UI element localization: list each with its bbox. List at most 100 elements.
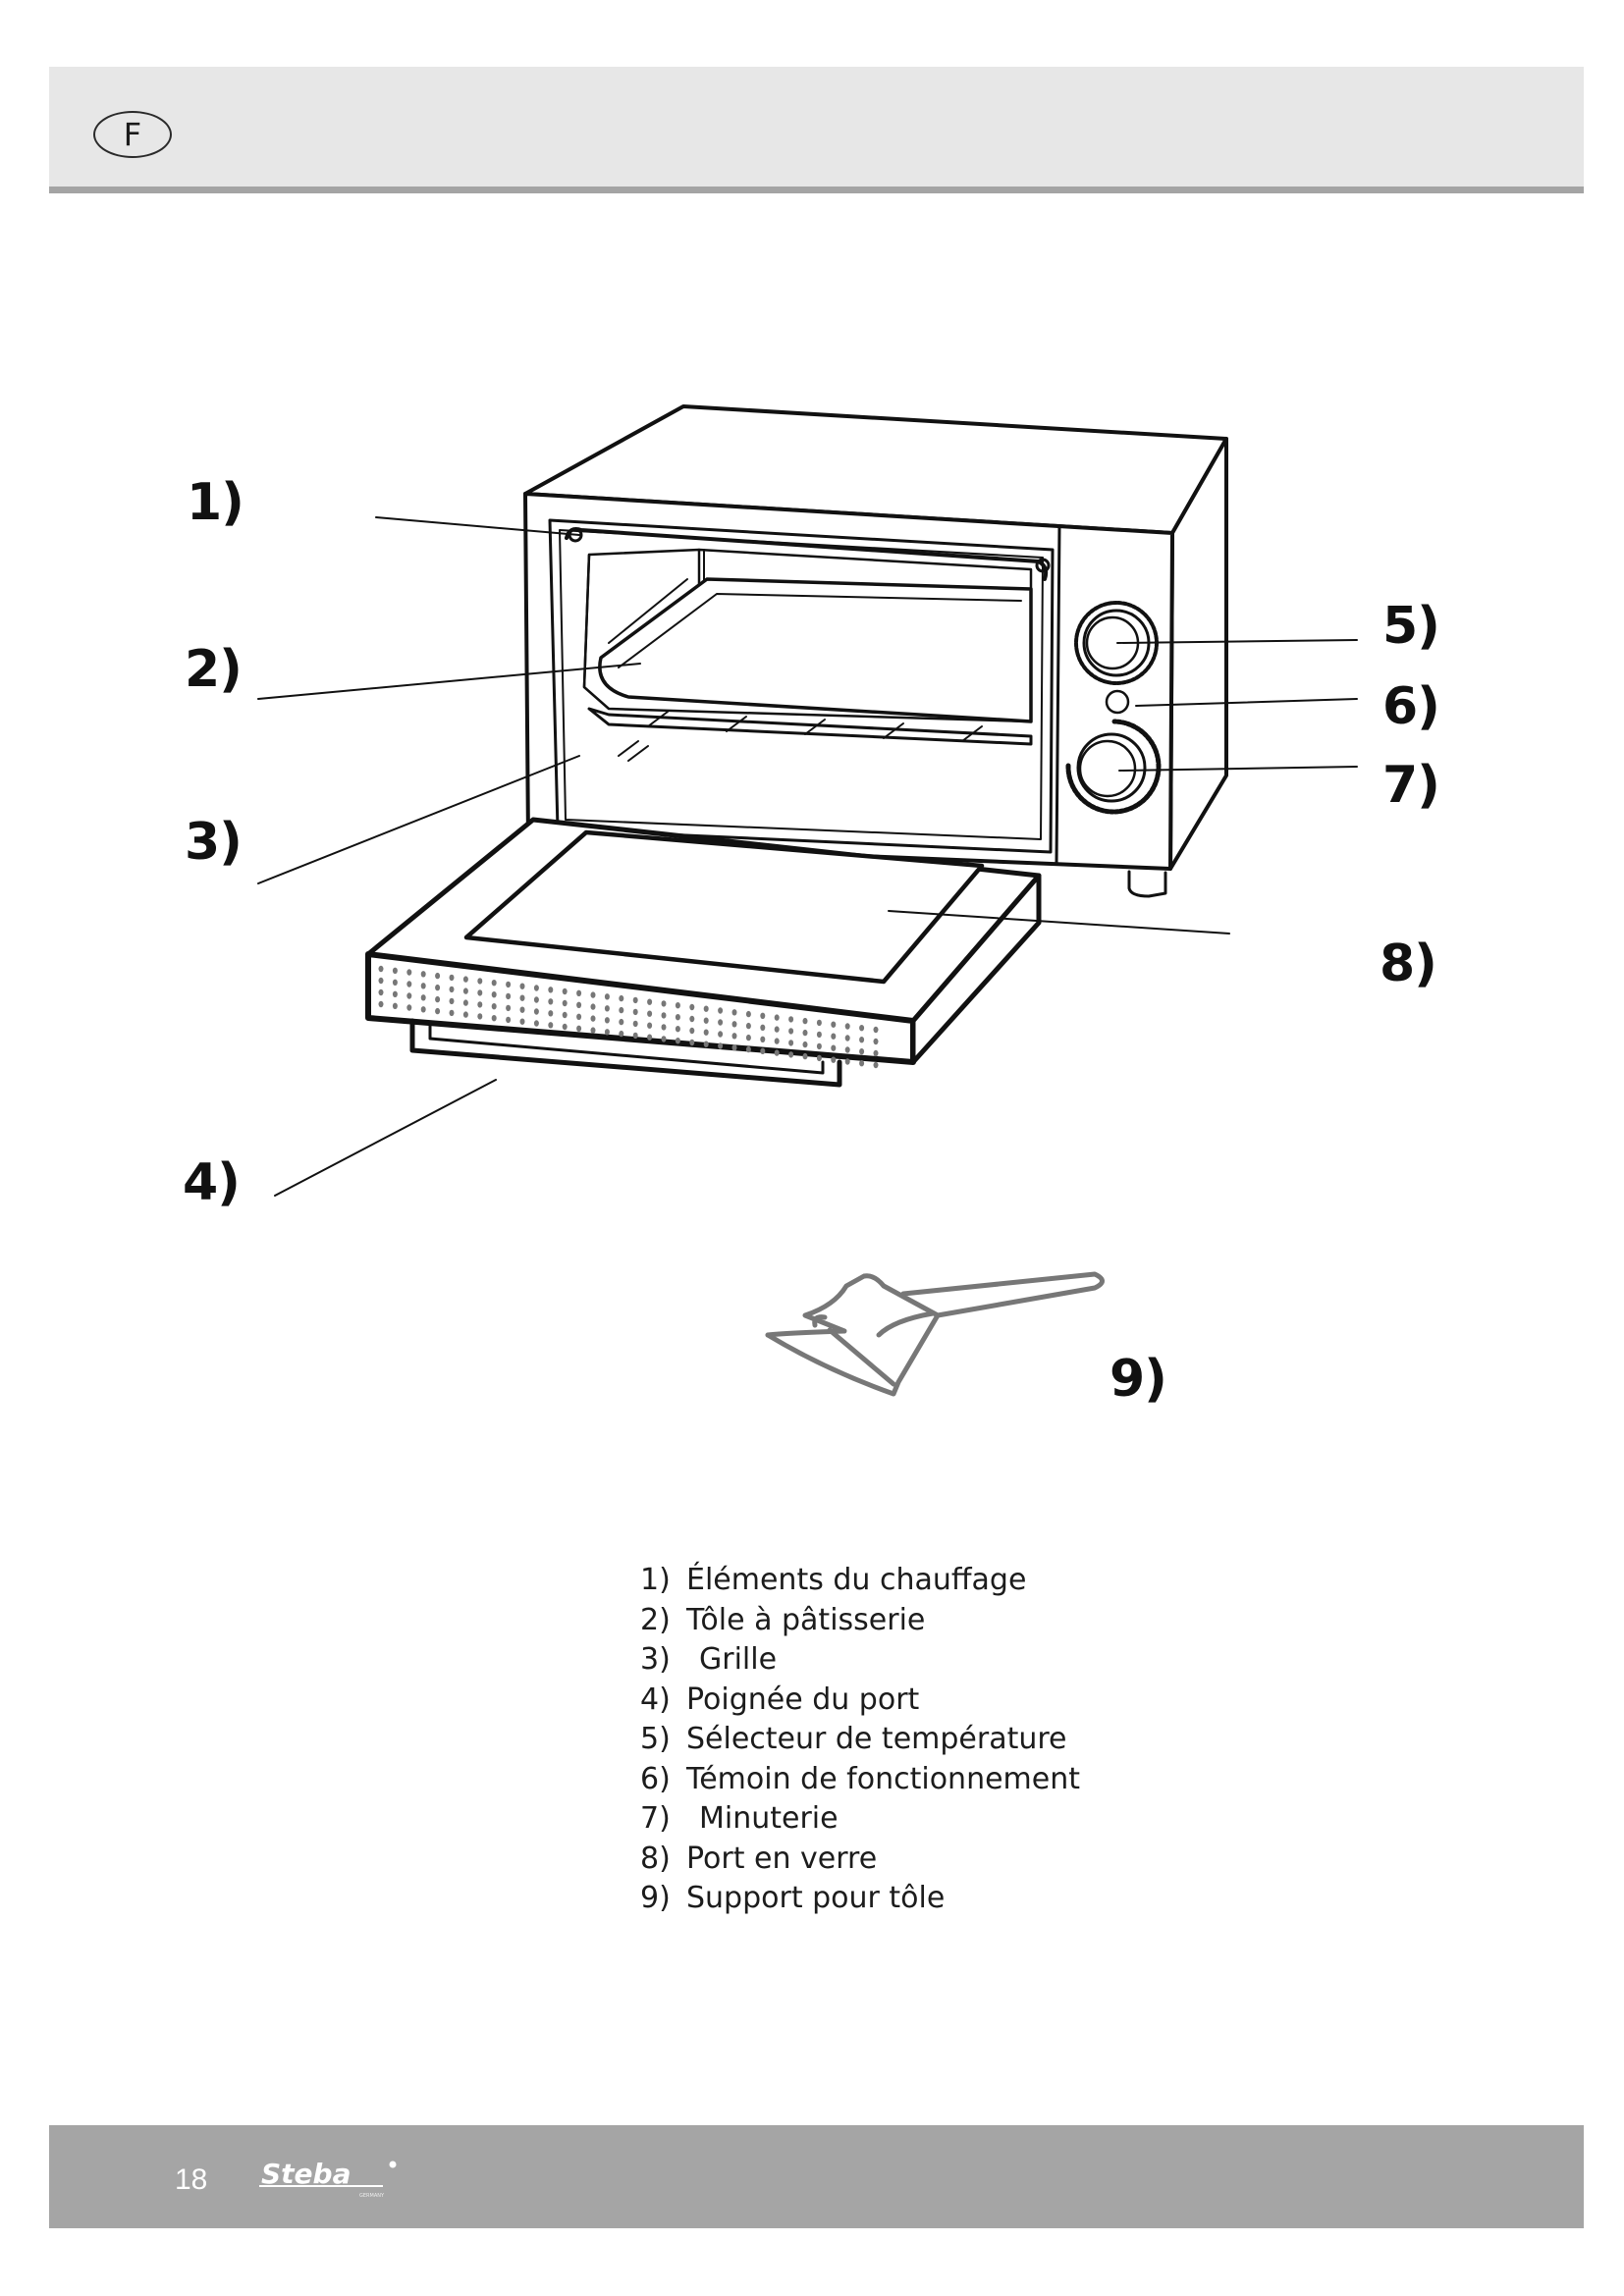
vent-hole <box>604 1017 610 1024</box>
vent-hole <box>477 1013 483 1020</box>
legend-label: Tôle à pâtisserie <box>686 1602 926 1637</box>
vent-hole <box>703 1017 709 1024</box>
vent-hole <box>859 1025 865 1032</box>
vent-hole <box>548 987 554 993</box>
callout-1: 1) <box>187 473 244 532</box>
brand-wordmark: Steba <box>261 2158 351 2190</box>
vent-hole <box>519 1018 525 1025</box>
vent-hole <box>760 1024 766 1032</box>
vent-hole <box>491 980 497 987</box>
header-rule <box>49 187 1584 193</box>
vent-hole <box>491 1002 497 1010</box>
vent-hole <box>491 991 497 998</box>
vent-hole <box>506 981 512 988</box>
vent-hole <box>406 981 412 988</box>
language-badge-text: F <box>123 116 142 153</box>
oven-foot <box>1127 870 1167 898</box>
glass-door-side <box>910 873 1042 1065</box>
vent-hole <box>477 1001 483 1008</box>
vent-hole <box>562 999 568 1007</box>
vent-hole <box>718 1031 724 1038</box>
vent-hole <box>831 1033 837 1040</box>
vent-hole <box>619 994 624 1002</box>
vent-hole <box>506 1004 512 1012</box>
vent-hole <box>506 1016 512 1024</box>
vent-hole <box>462 976 468 983</box>
vent-hole <box>788 1051 794 1058</box>
vent-hole <box>378 965 384 973</box>
legend-number: 6) <box>640 1761 671 1796</box>
callout-5: 5) <box>1382 597 1440 656</box>
vent-hole <box>420 971 426 978</box>
vent-hole <box>378 977 384 985</box>
vent-hole <box>576 1025 582 1033</box>
vent-hole <box>435 984 441 991</box>
vent-hole <box>675 1038 680 1044</box>
vent-hole <box>788 1040 794 1046</box>
vent-hole <box>619 1018 624 1026</box>
vent-hole <box>745 1022 751 1030</box>
vent-hole <box>675 1001 680 1009</box>
steba-logo: Steba GERMANY <box>259 2158 397 2199</box>
vent-hole <box>632 1008 638 1016</box>
vent-hole <box>689 1003 695 1011</box>
vent-hole <box>449 986 455 993</box>
vent-hole <box>816 1042 822 1050</box>
vent-hole <box>844 1058 850 1065</box>
legend-number: 8) <box>640 1841 671 1876</box>
vent-hole <box>449 974 455 982</box>
callout-7: 7) <box>1382 756 1440 815</box>
vent-hole <box>548 1010 554 1017</box>
vent-hole <box>873 1049 879 1057</box>
vent-hole <box>802 1052 808 1060</box>
vent-hole <box>562 1011 568 1019</box>
vent-hole <box>590 991 596 998</box>
vent-hole <box>689 1039 695 1046</box>
vent-hole <box>462 999 468 1006</box>
vent-hole <box>661 1036 667 1042</box>
vent-hole <box>689 1015 695 1023</box>
vent-hole <box>619 1006 624 1014</box>
vent-hole <box>689 1027 695 1035</box>
vent-hole <box>831 1044 837 1051</box>
leader-line-8 <box>888 910 1230 934</box>
vent-hole <box>435 1007 441 1015</box>
legend-label: Minuterie <box>699 1801 839 1836</box>
vent-hole <box>632 1020 638 1028</box>
vent-hole <box>477 989 483 996</box>
vent-hole <box>590 1027 596 1034</box>
vent-hole <box>533 1008 539 1015</box>
vent-hole <box>406 1004 412 1011</box>
vent-hole <box>745 1045 751 1053</box>
legend-item: 7)Minuterie <box>640 1799 1080 1840</box>
brand-tagline: GERMANY <box>359 2193 385 2199</box>
legend-number: 4) <box>640 1682 671 1717</box>
legend-label: Support pour tôle <box>686 1881 946 1915</box>
vent-hole <box>802 1041 808 1048</box>
vent-hole <box>519 994 525 1001</box>
vent-hole <box>462 1011 468 1018</box>
vent-hole <box>844 1035 850 1041</box>
vent-hole <box>831 1021 837 1028</box>
vent-hole <box>675 1014 680 1021</box>
door-handle <box>409 1018 842 1088</box>
wire-grill <box>587 707 1033 746</box>
vent-hole <box>477 978 483 985</box>
legend-number: 9) <box>640 1881 671 1915</box>
vent-hole <box>731 1044 737 1051</box>
legend-item: 3) Grille <box>640 1640 1080 1681</box>
language-badge: F <box>93 111 172 158</box>
vent-hole <box>435 995 441 1003</box>
vent-hole <box>760 1036 766 1043</box>
vent-hole <box>774 1049 780 1056</box>
legend-number: 2) <box>640 1602 671 1637</box>
glass-door-window <box>463 829 985 985</box>
leader-line-7 <box>1118 766 1358 772</box>
vent-hole <box>378 988 384 996</box>
legend-label: Grille <box>699 1642 778 1677</box>
vent-hole <box>632 996 638 1004</box>
legend-label: Témoin de fonctionnement <box>686 1761 1081 1796</box>
vent-hole <box>647 1010 653 1017</box>
legend-number: 3) <box>640 1642 671 1677</box>
leader-line-6 <box>1135 698 1358 707</box>
